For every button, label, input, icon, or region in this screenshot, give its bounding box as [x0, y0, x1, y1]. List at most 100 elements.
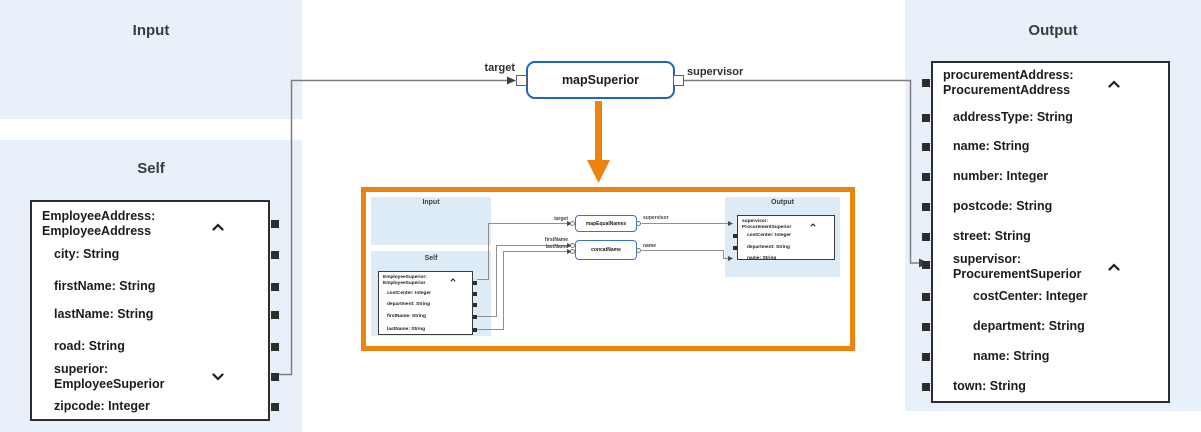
mini-wire-name-out — [641, 250, 728, 259]
mini-node-port — [636, 221, 641, 226]
self-tree-box: EmployeeAddress: EmployeeAddress city: S… — [30, 200, 279, 421]
map-superior-input-port[interactable] — [516, 75, 527, 86]
mini-node-port — [570, 249, 575, 254]
wire-supervisor-to-output[interactable] — [684, 79, 919, 264]
tree-item-label: zipcode: Integer — [54, 399, 150, 413]
supervisor-wire-label: supervisor — [687, 66, 744, 78]
inset-self-tree-box: EmployeeSuperior: EmployeeSuperior costC… — [378, 271, 477, 335]
connection-port[interactable] — [922, 261, 930, 269]
chevron-down-icon[interactable] — [212, 370, 224, 385]
chevron-up-icon — [810, 223, 816, 230]
inset-tree-item-costcenter: costCenter: Integer — [379, 291, 477, 297]
tree-item-number[interactable]: number: Integer — [922, 169, 1168, 185]
chevron-up-icon[interactable] — [212, 220, 224, 235]
connection-port[interactable] — [922, 353, 930, 361]
connection-port[interactable] — [271, 311, 279, 319]
tree-item-label: road: String — [54, 339, 125, 353]
mini-arrowhead-lastname — [567, 249, 572, 254]
mini-arrowhead-supervisor — [728, 221, 733, 226]
mini-node-port — [570, 221, 575, 226]
tree-item-label: EmployeeSuperior — [383, 280, 426, 286]
map-equal-names-node: mapEqualNames — [575, 215, 637, 232]
tree-item-procurementaddress[interactable]: procurementAddress: ProcurementAddress — [922, 68, 1168, 98]
tree-item-label: firstName: String — [387, 314, 426, 319]
tree-item-label: EmployeeAddress — [42, 224, 152, 238]
connection-port[interactable] — [271, 220, 279, 228]
tree-item-name[interactable]: name: String — [922, 139, 1168, 155]
connection-port[interactable] — [922, 203, 930, 211]
connection-port[interactable] — [271, 373, 279, 381]
tree-item-label: name: String — [953, 139, 1030, 153]
tree-item-label: costCenter: Integer — [387, 291, 431, 296]
tree-item-firstname[interactable]: firstName: String — [32, 279, 279, 295]
connection-port[interactable] — [922, 143, 930, 151]
map-superior-node[interactable]: mapSuperior — [526, 61, 675, 99]
connection-port[interactable] — [271, 343, 279, 351]
mini-node-port — [570, 243, 575, 248]
tree-item-supervisor-name[interactable]: name: String — [922, 349, 1168, 365]
output-panel-title: Output — [1028, 22, 1078, 39]
mini-arrowhead-name — [728, 256, 733, 261]
connection-port[interactable] — [922, 79, 930, 87]
inset-tree-item-name-out: name: String — [738, 256, 834, 262]
connection-port[interactable] — [922, 173, 930, 181]
tree-item-supervisor[interactable]: supervisor: ProcurementSuperior — [922, 252, 1168, 282]
connection-port[interactable] — [271, 403, 279, 411]
tree-item-label: city: String — [54, 247, 120, 261]
tree-item-label: lastName: String — [54, 307, 154, 321]
connection-port[interactable] — [922, 114, 930, 122]
tree-item-label: street: String — [953, 229, 1031, 243]
tree-item-zipcode[interactable]: zipcode: Integer — [32, 399, 279, 415]
connection-port[interactable] — [271, 251, 279, 259]
connection-port — [473, 292, 477, 296]
tree-item-label: department: String — [747, 245, 790, 250]
tree-item-lastname[interactable]: lastName: String — [32, 307, 279, 323]
tree-item-town[interactable]: town: String — [922, 379, 1168, 395]
connection-port — [473, 303, 477, 307]
tree-item-street[interactable]: street: String — [922, 229, 1168, 245]
connection-port — [733, 246, 737, 250]
tree-item-city[interactable]: city: String — [32, 247, 279, 263]
mini-wire-firstname — [477, 245, 567, 317]
mini-name-label: name — [643, 243, 657, 249]
connection-port[interactable] — [922, 293, 930, 301]
connection-port — [733, 234, 737, 238]
mini-supervisor-label: supervisor — [643, 215, 669, 221]
tree-item-label: ProcurementSuperior — [953, 267, 1082, 281]
mini-arrowhead-firstname — [567, 243, 572, 248]
tree-item-addresstype[interactable]: addressType: String — [922, 110, 1168, 126]
chevron-up-icon[interactable] — [1108, 260, 1120, 275]
tree-item-department[interactable]: department: String — [922, 319, 1168, 335]
tree-item-road[interactable]: road: String — [32, 339, 279, 355]
tree-item-costcenter[interactable]: costCenter: Integer — [922, 289, 1168, 305]
mini-target-label: target — [554, 216, 568, 222]
mini-wire-lastname — [477, 251, 567, 330]
tree-item-label: postcode: String — [953, 199, 1053, 213]
mini-lastname-label: lastName — [545, 244, 568, 250]
inset-self-panel-title: Self — [424, 255, 438, 262]
tree-item-superior[interactable]: superior: EmployeeSuperior — [32, 362, 279, 392]
wire-superior-to-target[interactable] — [278, 79, 507, 376]
connection-port[interactable] — [922, 383, 930, 391]
tree-item-label: EmployeeSuperior: — [383, 275, 427, 280]
inset-tree-item-department-out: department: String — [733, 245, 834, 251]
connection-port[interactable] — [271, 283, 279, 291]
inset-tree-item-firstname: firstName: String — [379, 314, 477, 320]
map-superior-output-port[interactable] — [673, 75, 684, 86]
inset-input-panel-title: Input — [422, 199, 440, 206]
inset-tree-item-employeesuperior: EmployeeSuperior: EmployeeSuperior — [379, 275, 477, 286]
tree-item-postcode[interactable]: postcode: String — [922, 199, 1168, 215]
connection-port[interactable] — [922, 233, 930, 241]
tree-item-label: costCenter: Integer — [973, 289, 1088, 303]
tree-item-label: supervisor: — [742, 219, 769, 224]
inset-output-tree-box: supervisor: ProcurementSuperior costCent… — [733, 215, 835, 262]
inset-tree-item-costcenter-out: costCenter: Integer — [733, 233, 834, 239]
target-wire-label: target — [484, 62, 515, 74]
connection-port[interactable] — [922, 323, 930, 331]
chevron-up-icon[interactable] — [1108, 77, 1120, 92]
tree-item-employeeaddress[interactable]: EmployeeAddress: EmployeeAddress — [32, 209, 279, 239]
tree-item-label: firstName: String — [54, 279, 156, 293]
highlight-arrow-head — [587, 160, 610, 183]
connection-port — [473, 328, 477, 332]
